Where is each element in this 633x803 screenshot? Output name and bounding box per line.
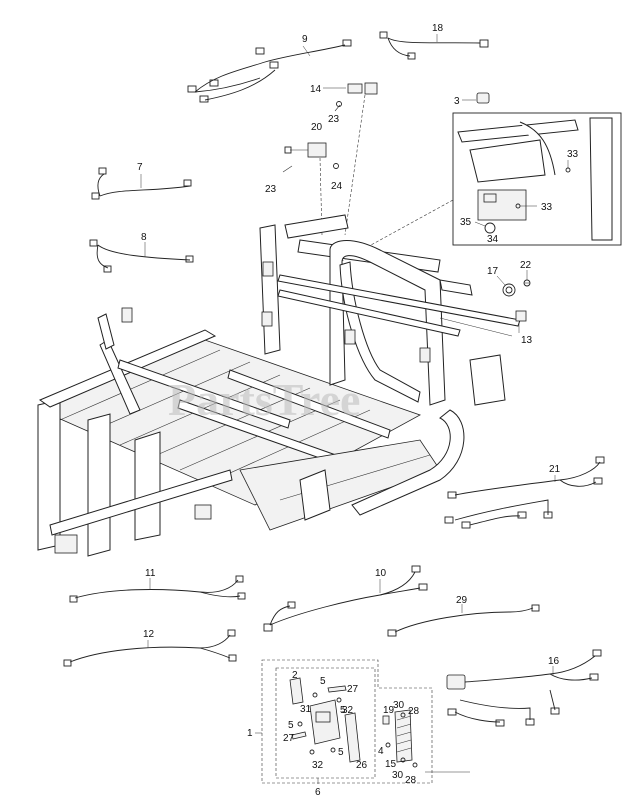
harness-21 [444,456,605,529]
kit-box [255,659,470,784]
callout-23-top: 23 [328,114,340,125]
watermark: PartsTree [168,374,360,425]
small-hardware-right [439,270,531,337]
callout-35: 35 [460,217,472,228]
callout-6: 6 [315,787,321,798]
callout-4: 4 [378,746,384,757]
callout-26: 26 [356,760,368,771]
callout-8: 8 [141,232,147,243]
harness-11 [69,575,246,603]
callout-21: 21 [549,464,561,475]
harness-9 [187,39,352,103]
callout-27-a: 27 [347,684,359,695]
callout-32-a: 32 [342,705,354,716]
main-frame [37,214,521,557]
switch-3 [462,92,490,104]
callout-14: 14 [310,84,322,95]
harness-16 [446,649,602,727]
callout-28-b: 28 [405,775,417,786]
callout-labels: 9 18 14 3 23 20 33 33 7 23 24 35 34 8 17… [137,23,579,798]
callout-9: 9 [302,34,308,45]
callout-23-left: 23 [265,184,277,195]
callout-12: 12 [143,629,155,640]
callout-5-c: 5 [288,720,294,731]
callout-19: 19 [383,705,395,716]
harness-10 [263,565,428,632]
harness-7 [91,167,192,200]
callout-33-lower: 33 [541,202,553,213]
callout-13: 13 [521,335,533,346]
inset-detail [452,112,622,246]
relay-assembly [282,82,378,236]
callout-29: 29 [456,595,468,606]
callout-7: 7 [137,162,143,173]
callout-10: 10 [375,568,387,579]
callout-18: 18 [432,23,444,34]
callout-30-b: 30 [392,770,404,781]
harness-18 [379,31,489,60]
callout-5-b: 5 [340,705,346,716]
callout-20: 20 [311,122,323,133]
harness-8 [89,239,194,273]
callout-30-a: 30 [393,700,405,711]
callout-1: 1 [247,728,253,739]
callout-24: 24 [331,181,343,192]
callout-34: 34 [487,234,499,245]
callout-2: 2 [292,670,298,681]
callout-32-b: 32 [312,760,324,771]
harness-29 [387,604,540,637]
callout-28-a: 28 [408,706,420,717]
callout-33-upper: 33 [567,149,579,160]
callout-5-a: 5 [320,676,326,687]
harness-12 [63,629,237,667]
callout-16: 16 [548,656,560,667]
callout-11: 11 [145,568,156,579]
callout-17: 17 [487,266,499,277]
callout-22: 22 [520,260,532,271]
callout-31: 31 [300,704,312,715]
callout-27-b: 27 [283,733,295,744]
callout-5-d: 5 [338,747,344,758]
callout-15: 15 [385,759,397,770]
callout-3: 3 [454,96,460,107]
